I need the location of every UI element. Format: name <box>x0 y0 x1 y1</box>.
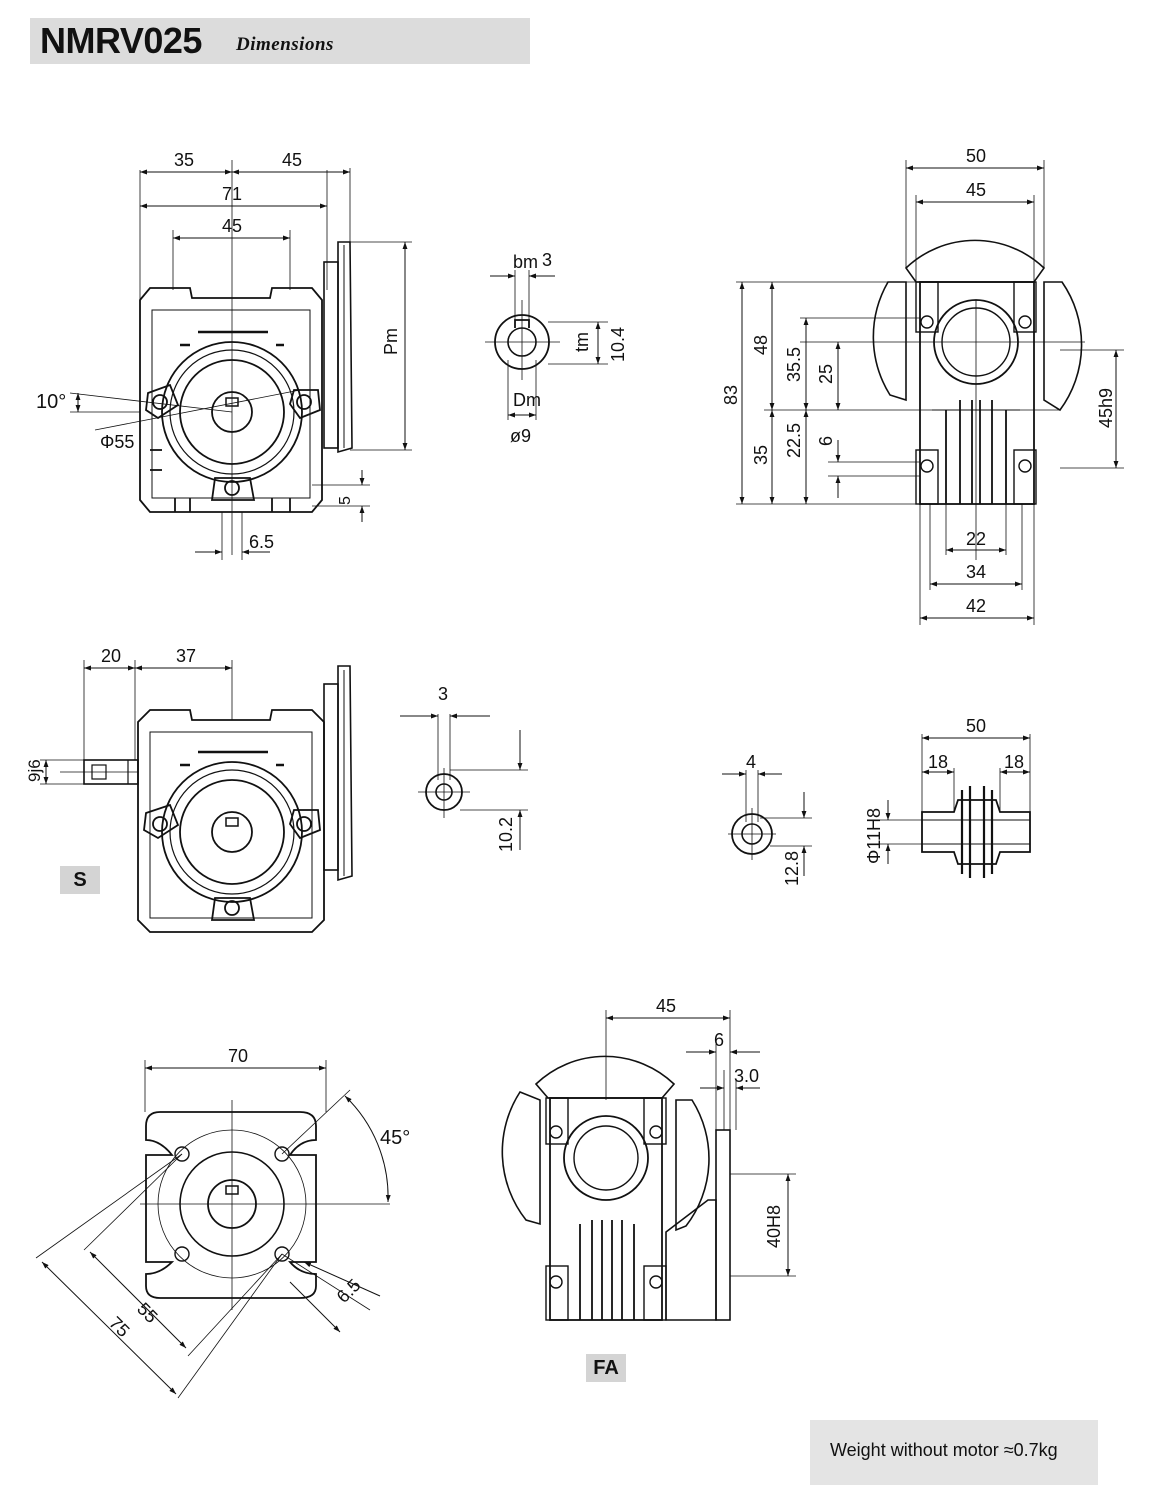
dim-50: 50 <box>966 716 986 736</box>
dim-75: 75 <box>105 1313 133 1341</box>
dim-3: 3 <box>438 684 448 704</box>
dim-angle-10: 10° <box>36 391 66 413</box>
dim-18-right: 18 <box>1004 752 1024 772</box>
dim-40h8: 40H8 <box>764 1205 784 1248</box>
page-subtitle: Dimensions <box>236 34 334 55</box>
dim-45: 45 <box>966 180 986 200</box>
dim-45-top: 45 <box>282 150 302 170</box>
page-title: NMRV025 <box>40 20 202 61</box>
label-tm: tm <box>572 332 592 352</box>
dim-45-inner: 45 <box>222 216 242 236</box>
weight-text: Weight without motor ≈0.7kg <box>830 1440 1058 1460</box>
sleeve-drawing <box>880 734 1031 878</box>
dim-22-5: 22.5 <box>784 423 804 458</box>
dim-35: 35 <box>174 150 194 170</box>
dim-45-fa: 45 <box>656 996 676 1016</box>
view2-side <box>872 239 1083 505</box>
dim-4: 4 <box>746 752 756 772</box>
keyway2-drawing <box>400 713 528 850</box>
label-bm: bm <box>513 252 538 272</box>
dim-48: 48 <box>751 335 771 355</box>
flange-drawing <box>35 1060 391 1399</box>
keyway1-drawing <box>485 270 608 420</box>
dim-phi9: ø9 <box>510 426 531 446</box>
dim-35-lower: 35 <box>751 445 771 465</box>
dim-20: 20 <box>101 646 121 666</box>
dim-angle-45: 45° <box>380 1127 410 1149</box>
fa-drawing <box>501 1055 731 1321</box>
view3-lines <box>40 660 233 785</box>
view2-extlines <box>736 160 1124 625</box>
header-bar <box>30 18 530 64</box>
dim-pm: Pm <box>381 328 401 355</box>
fa-dimlines <box>605 1010 796 1277</box>
dim-6-5: 6.5 <box>249 532 274 552</box>
dim-12-8: 12.8 <box>782 851 802 886</box>
dim-10-2: 10.2 <box>496 817 516 852</box>
dim-45h9: 45h9 <box>1096 388 1116 428</box>
dim-55: 55 <box>133 1299 161 1327</box>
dim-35-5: 35.5 <box>784 347 804 382</box>
dim-3-0: 3.0 <box>734 1066 759 1086</box>
view3-dimlines <box>43 665 232 784</box>
dim-37: 37 <box>176 646 196 666</box>
dim-34: 34 <box>966 562 986 582</box>
tag-s: S <box>60 866 100 894</box>
view1-centerlines <box>69 160 412 560</box>
weight-panel <box>810 1420 1098 1485</box>
dim-10-4: 10.4 <box>608 327 628 362</box>
dim-22: 22 <box>966 529 986 549</box>
dim-71: 71 <box>222 184 242 204</box>
dim-70: 70 <box>228 1046 248 1066</box>
label-dm: Dm <box>513 390 541 410</box>
dim-83: 83 <box>721 385 741 405</box>
view1-front <box>139 241 353 513</box>
keyway3-drawing <box>722 770 812 876</box>
dim-6: 6 <box>816 436 836 446</box>
dim-6-5-flange: 6.5 <box>333 1275 365 1307</box>
dim-18-left: 18 <box>928 752 948 772</box>
dim-25: 25 <box>816 364 836 384</box>
dim-50: 50 <box>966 146 986 166</box>
dim-phi11h8: Φ11H8 <box>864 808 884 864</box>
dim-phi55: Φ55 <box>100 432 134 452</box>
dim-42: 42 <box>966 596 986 616</box>
tag-fa: FA <box>586 1354 626 1382</box>
view2-dimlines <box>739 165 1119 621</box>
dim-6-fa: 6 <box>714 1030 724 1050</box>
view3-front <box>83 665 353 933</box>
dim-bm-3: 3 <box>542 250 552 270</box>
dim-9j6: 9j6 <box>25 759 44 782</box>
view1-dimlines <box>75 169 408 555</box>
dim-5: 5 <box>337 496 354 505</box>
